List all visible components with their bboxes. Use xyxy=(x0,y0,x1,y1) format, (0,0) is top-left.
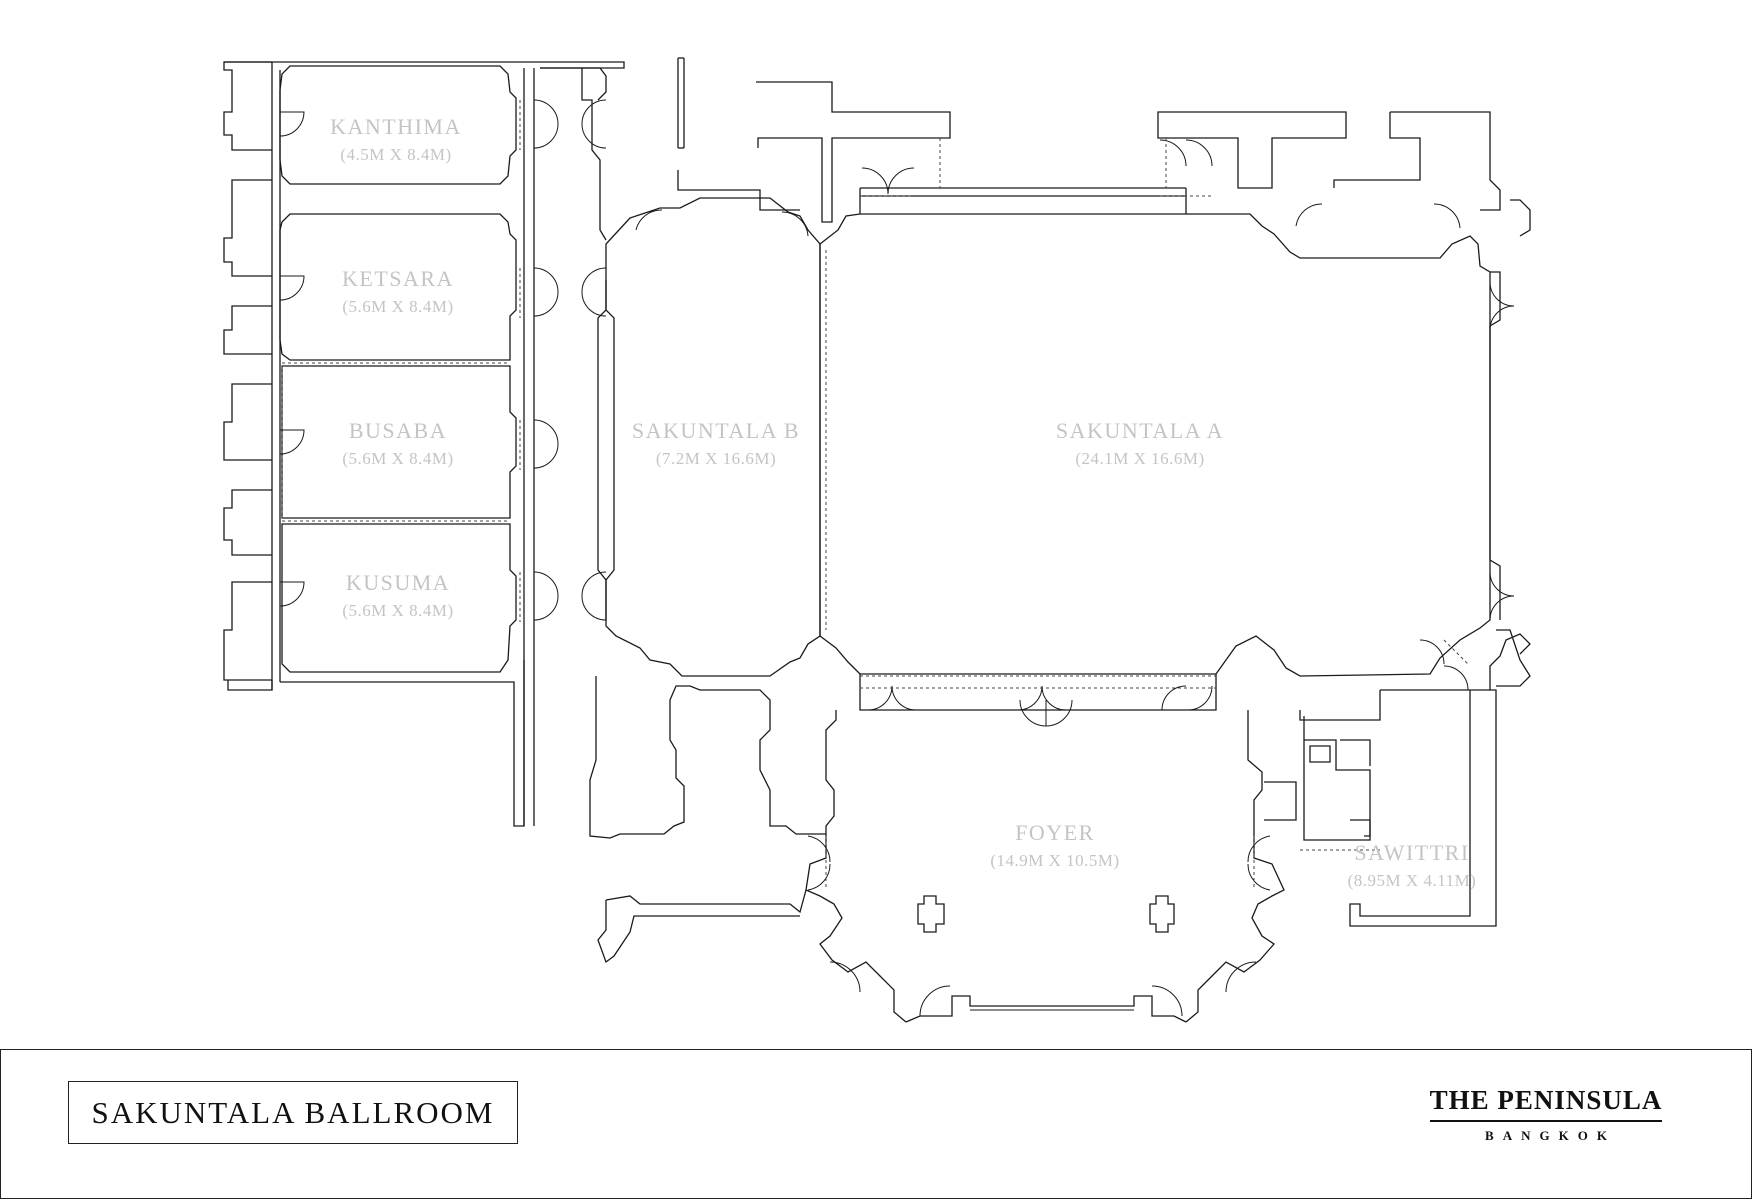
room-label-ketsara: KETSARA xyxy=(342,266,454,291)
room-label-busaba: BUSABA xyxy=(349,418,447,443)
room-label-kusuma: KUSUMA xyxy=(346,570,450,595)
room-dims-kanthima: (4.5M X 8.4M) xyxy=(340,145,451,164)
room-label-sakuntala-a: SAKUNTALA A xyxy=(1056,418,1224,443)
title-box: SAKUNTALA BALLROOM xyxy=(68,1081,518,1144)
room-dims-ketsara: (5.6M X 8.4M) xyxy=(342,297,453,316)
footer-bar: SAKUNTALA BALLROOM THE PENINSULA BANGKOK xyxy=(0,1049,1752,1199)
brand-name: THE PENINSULA xyxy=(1429,1085,1663,1122)
brand-location: BANGKOK xyxy=(1485,1128,1616,1143)
room-dims-kusuma: (5.6M X 8.4M) xyxy=(342,601,453,620)
foyer-walls xyxy=(589,676,1285,1023)
room-dims-busaba: (5.6M X 8.4M) xyxy=(342,449,453,468)
plan-title: SAKUNTALA BALLROOM xyxy=(91,1094,495,1130)
brand-logo: THE PENINSULA BANGKOK xyxy=(1421,1085,1671,1144)
room-labels: KANTHIMA (4.5M X 8.4M) KETSARA (5.6M X 8.4M… xyxy=(330,114,1476,890)
room-dims-sakuntala-b: (7.2M X 16.6M) xyxy=(656,449,776,468)
floor-plan: KANTHIMA (4.5M X 8.4M) KETSARA (5.6M X 8.4M… xyxy=(223,57,1531,1023)
room-dims-sawittri: (8.95M X 4.11M) xyxy=(1348,871,1477,890)
room-label-foyer: FOYER xyxy=(1015,820,1095,845)
room-label-kanthima: KANTHIMA xyxy=(330,114,462,139)
sawittri-walls xyxy=(1264,629,1531,927)
room-label-sakuntala-b: SAKUNTALA B xyxy=(632,418,800,443)
ballroom-walls xyxy=(605,57,1531,727)
room-dims-sakuntala-a: (24.1M X 16.6M) xyxy=(1075,449,1204,468)
room-label-sawittri: SAWITTRI xyxy=(1354,840,1469,865)
room-dims-foyer: (14.9M X 10.5M) xyxy=(990,851,1119,870)
left-wing-walls xyxy=(223,61,625,827)
